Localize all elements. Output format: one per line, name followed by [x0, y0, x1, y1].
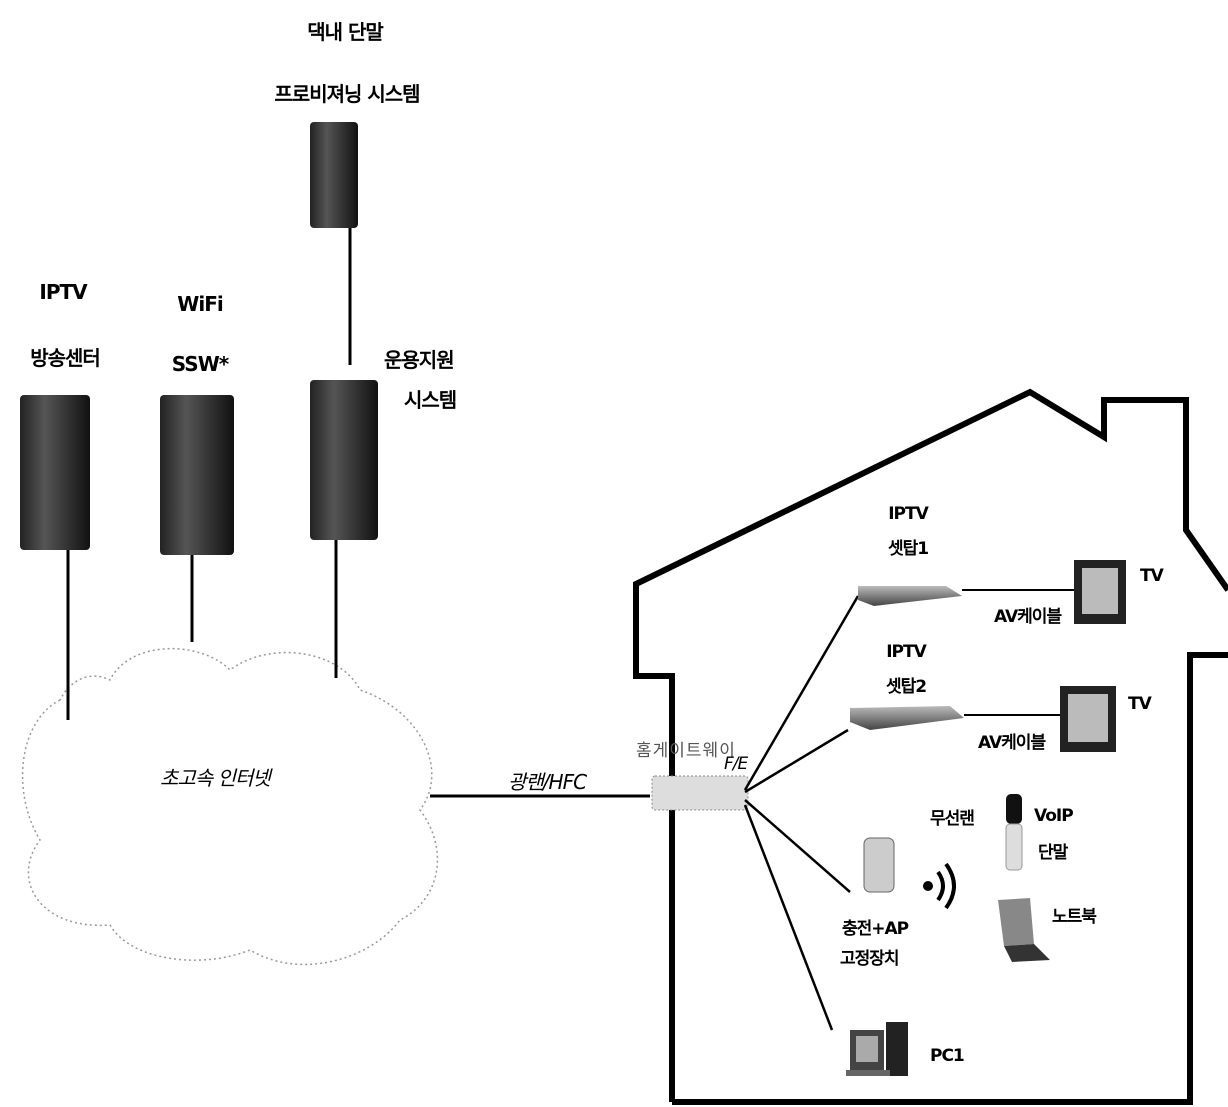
server-provisioning	[310, 122, 358, 365]
notebook-device	[998, 898, 1050, 962]
voip-phone-device	[1006, 794, 1022, 870]
ops-support-label-line2: 시스템	[404, 384, 456, 413]
home-gateway-device	[652, 776, 748, 810]
fe-label: F/E	[724, 754, 747, 774]
provisioning-label-line1: 댁내 단말	[270, 16, 420, 45]
server-wifi-ssw	[160, 395, 234, 642]
charger-ap-device	[864, 838, 894, 892]
iptv-center-label-line1: IPTV	[18, 280, 108, 304]
server-iptv-center	[20, 395, 90, 720]
settop1-label-line1: IPTV	[878, 504, 938, 524]
settop2-label-line1: IPTV	[876, 642, 936, 662]
iptv-center-label-line2: 방송센터	[10, 342, 120, 371]
wifi-ssw-label-line1: WiFi	[160, 292, 240, 316]
settop1-label-line2: 셋탑1	[876, 534, 940, 559]
optical-hfc-link-label: 광랜/HFC	[508, 766, 586, 795]
tv-1	[1074, 560, 1126, 624]
wireless-signal-icon	[925, 864, 954, 908]
ops-support-label-line1: 운용지원	[384, 344, 454, 373]
charger-ap-label-line1: 충전+AP	[842, 914, 908, 939]
settop-box-2	[850, 706, 964, 730]
settop-box-1	[858, 586, 962, 606]
wireless-lan-label: 무선랜	[930, 804, 974, 829]
notebook-label: 노트북	[1052, 902, 1096, 927]
av-cable1-label: AV케이블	[994, 602, 1061, 627]
pc-label: PC1	[930, 1046, 964, 1066]
wifi-ssw-label-line2: SSW*	[155, 352, 245, 376]
charger-ap-label-line2: 고정장치	[840, 944, 899, 969]
tv-2	[1060, 686, 1116, 752]
server-ops-support	[310, 380, 378, 678]
pc-device	[846, 1022, 908, 1076]
tv1-label: TV	[1140, 566, 1163, 586]
tv2-label: TV	[1128, 694, 1151, 714]
settop2-label-line2: 셋탑2	[874, 672, 938, 697]
home-gateway-label: 홈게이트웨이	[636, 736, 736, 761]
internet-cloud	[23, 649, 438, 965]
av-cable2-label: AV케이블	[978, 728, 1045, 753]
voip-label-line1: VoIP	[1034, 806, 1073, 826]
voip-label-line2: 단말	[1038, 838, 1067, 863]
internet-cloud-label: 초고속 인터넷	[160, 762, 270, 791]
provisioning-label-line2: 프로비져닝 시스템	[232, 78, 462, 107]
